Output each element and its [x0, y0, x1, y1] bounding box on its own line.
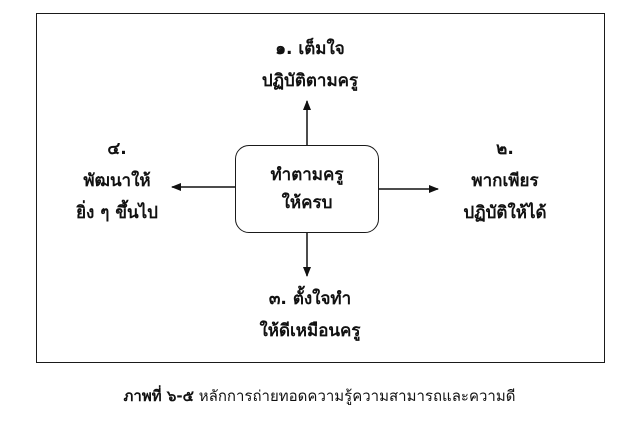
node-bottom-line-1: ๓. ตั้งใจทำ: [215, 283, 405, 315]
diagram-frame: [36, 13, 605, 363]
center-node: ทำตามครู ให้ครบ: [235, 145, 379, 233]
node-right: ๒. พากเพียร ปฏิบัติให้ได้: [430, 133, 580, 229]
caption-text: หลักการถ่ายทอดความรู้ความสามารถและความดี: [198, 387, 516, 405]
figure-caption: ภาพที่ ๖-๕ หลักการถ่ายทอดความรู้ความสามา…: [0, 384, 639, 408]
node-left-line-2: ยิ่ง ๆ ขึ้นไป: [76, 203, 158, 223]
node-bottom-title: ตั้งใจทำ: [292, 289, 352, 309]
center-line-2: ให้ครบ: [281, 193, 333, 213]
center-line-1: ทำตามครู: [270, 165, 344, 185]
caption-label: ภาพที่ ๖-๕: [123, 387, 194, 405]
node-bottom-line-2: ให้ดีเหมือนครู: [259, 321, 361, 341]
node-top-line-1: ๑. เต็มใจ: [215, 33, 405, 65]
node-left: ๔. พัฒนาให้ ยิ่ง ๆ ขึ้นไป: [52, 133, 182, 229]
node-left-line-1: พัฒนาให้: [83, 171, 151, 191]
node-top-title: เต็มใจ: [298, 39, 345, 59]
node-right-line-2: ปฏิบัติให้ได้: [463, 203, 547, 223]
node-right-number: ๒.: [496, 139, 514, 159]
node-right-line-1: พากเพียร: [471, 171, 539, 191]
node-left-number: ๔.: [107, 139, 127, 159]
node-top-line-2: ปฏิบัติตามครู: [261, 71, 359, 91]
node-top: ๑. เต็มใจ ปฏิบัติตามครู: [215, 33, 405, 97]
node-bottom-number: ๓.: [268, 289, 287, 309]
node-top-number: ๑.: [275, 39, 293, 59]
node-bottom: ๓. ตั้งใจทำ ให้ดีเหมือนครู: [215, 283, 405, 347]
